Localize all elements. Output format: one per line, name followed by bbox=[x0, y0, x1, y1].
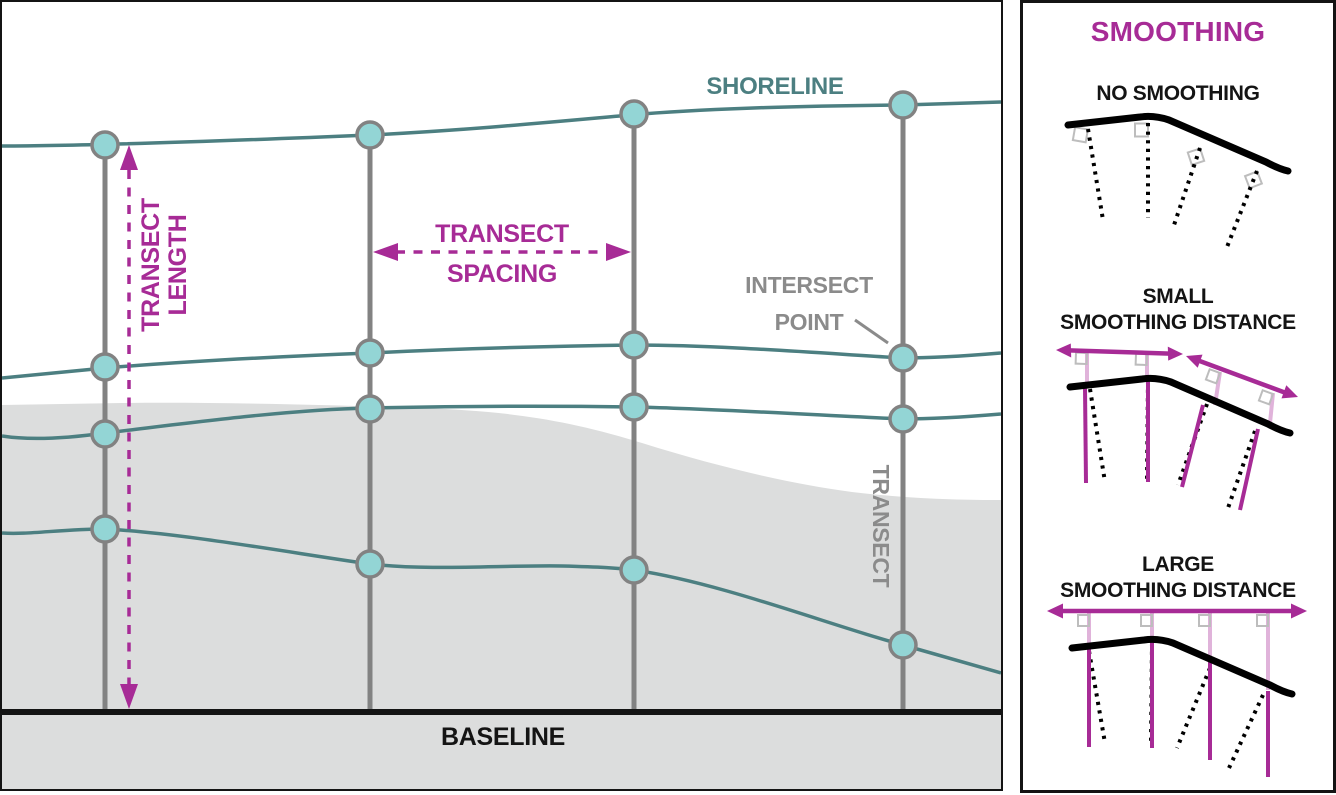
smoothed-transects bbox=[1087, 641, 1270, 777]
smoothed-transects bbox=[1083, 381, 1260, 511]
right-angle-square bbox=[1256, 614, 1269, 627]
intersect-point bbox=[888, 90, 918, 120]
small-smoothing-heading: SMALL SMOOTHING DISTANCE bbox=[1023, 284, 1333, 336]
heading-line1: SMALL bbox=[1142, 285, 1214, 308]
heading-line1: LARGE bbox=[1141, 553, 1214, 576]
shoreline-line-2 bbox=[2, 343, 1001, 380]
original-transects bbox=[1087, 642, 1265, 769]
original-shoreline bbox=[1066, 374, 1294, 437]
original-shoreline bbox=[1068, 635, 1296, 698]
small-smoothing-diagram bbox=[1056, 343, 1298, 511]
intersect-point-label: INTERSECT POINT bbox=[729, 267, 889, 341]
heading-line2: SMOOTHING DISTANCE bbox=[1060, 311, 1296, 334]
right-angle-square bbox=[1071, 126, 1090, 144]
intersect-point bbox=[619, 99, 649, 129]
transect-diagram-panel: SHORELINE TRANSECT LENGTH TRANSECT SPACI… bbox=[0, 0, 1003, 791]
intersect-point bbox=[355, 120, 385, 150]
smoothing-window-arrow-left bbox=[1056, 343, 1183, 361]
right-angle-square bbox=[1243, 170, 1264, 190]
smoothing-panel: SMOOTHING NO SMOOTHING SMALL SMOOTHING D… bbox=[1020, 0, 1336, 793]
land-area bbox=[2, 402, 1001, 789]
right-angle-square bbox=[1140, 614, 1153, 627]
arrow-right-icon bbox=[1291, 603, 1307, 619]
heading-line2: SMOOTHING DISTANCE bbox=[1060, 579, 1296, 602]
original-shoreline bbox=[1064, 112, 1292, 175]
transect-length-line1: TRANSECT bbox=[137, 198, 165, 332]
shoreline-label: SHORELINE bbox=[706, 73, 844, 100]
offset-connectors bbox=[1087, 613, 1270, 690]
arrow-right-icon bbox=[1167, 346, 1183, 361]
smoothing-window-arrow bbox=[1047, 603, 1307, 619]
right-angle-square bbox=[1186, 147, 1206, 167]
intersect-point-line2: POINT bbox=[774, 309, 844, 335]
arrow-left-icon bbox=[1056, 343, 1072, 358]
intersect-point bbox=[90, 352, 120, 382]
original-transects bbox=[1086, 123, 1259, 248]
heading-line1: NO SMOOTHING bbox=[1096, 82, 1260, 105]
intersect-point bbox=[619, 392, 649, 422]
intersect-points bbox=[90, 90, 918, 660]
baseline-label: BASELINE bbox=[440, 723, 565, 751]
arrow-left-icon bbox=[1186, 354, 1203, 368]
transect-length-arrow bbox=[120, 145, 138, 709]
intersect-point bbox=[90, 130, 120, 160]
original-transects bbox=[1088, 380, 1257, 509]
intersect-point bbox=[355, 549, 385, 579]
intersect-point bbox=[888, 343, 918, 373]
right-angle-square bbox=[1204, 367, 1222, 385]
smoothing-window-arrow-right bbox=[1186, 354, 1298, 399]
transect-diagram-svg bbox=[2, 90, 1001, 789]
transect-spacing-arrow bbox=[373, 243, 631, 261]
right-angle-square bbox=[1134, 122, 1149, 138]
intersect-point bbox=[90, 514, 120, 544]
intersect-point bbox=[619, 330, 649, 360]
right-angle-square bbox=[1257, 388, 1275, 406]
intersect-point bbox=[355, 394, 385, 424]
right-angle-square bbox=[1198, 614, 1211, 627]
no-smoothing-diagram bbox=[1064, 112, 1292, 248]
intersect-point bbox=[90, 419, 120, 449]
transect-length-label: TRANSECT LENGTH bbox=[137, 185, 192, 345]
arrow-left-icon bbox=[373, 243, 398, 261]
no-smoothing-heading: NO SMOOTHING bbox=[1023, 81, 1333, 107]
intersect-pointer-line bbox=[854, 318, 889, 345]
intersect-point-line1: INTERSECT bbox=[745, 272, 873, 298]
shoreline-line-1 bbox=[2, 100, 1001, 148]
smoothing-diagrams-svg bbox=[1047, 112, 1307, 777]
transect-length-line2: LENGTH bbox=[164, 214, 192, 316]
intersect-point bbox=[355, 338, 385, 368]
large-smoothing-heading: LARGE SMOOTHING DISTANCE bbox=[1023, 552, 1333, 604]
smoothing-title: SMOOTHING bbox=[1090, 16, 1266, 47]
arrow-left-icon bbox=[1047, 603, 1063, 619]
transect-spacing-label-line1: TRANSECT bbox=[435, 220, 569, 248]
arrow-right-icon bbox=[1281, 385, 1298, 399]
arrow-right-icon bbox=[606, 243, 631, 261]
large-smoothing-diagram bbox=[1047, 603, 1307, 777]
intersect-point bbox=[888, 404, 918, 434]
arrow-down-icon bbox=[120, 684, 138, 709]
transect-spacing-label-line2: SPACING bbox=[447, 260, 557, 288]
arrow-up-icon bbox=[120, 145, 138, 170]
intersect-point bbox=[888, 630, 918, 660]
transect-label: TRANSECT bbox=[868, 464, 894, 588]
right-angle-square bbox=[1077, 614, 1090, 627]
intersect-point bbox=[619, 555, 649, 585]
shoreline-line-4 bbox=[2, 527, 1001, 675]
